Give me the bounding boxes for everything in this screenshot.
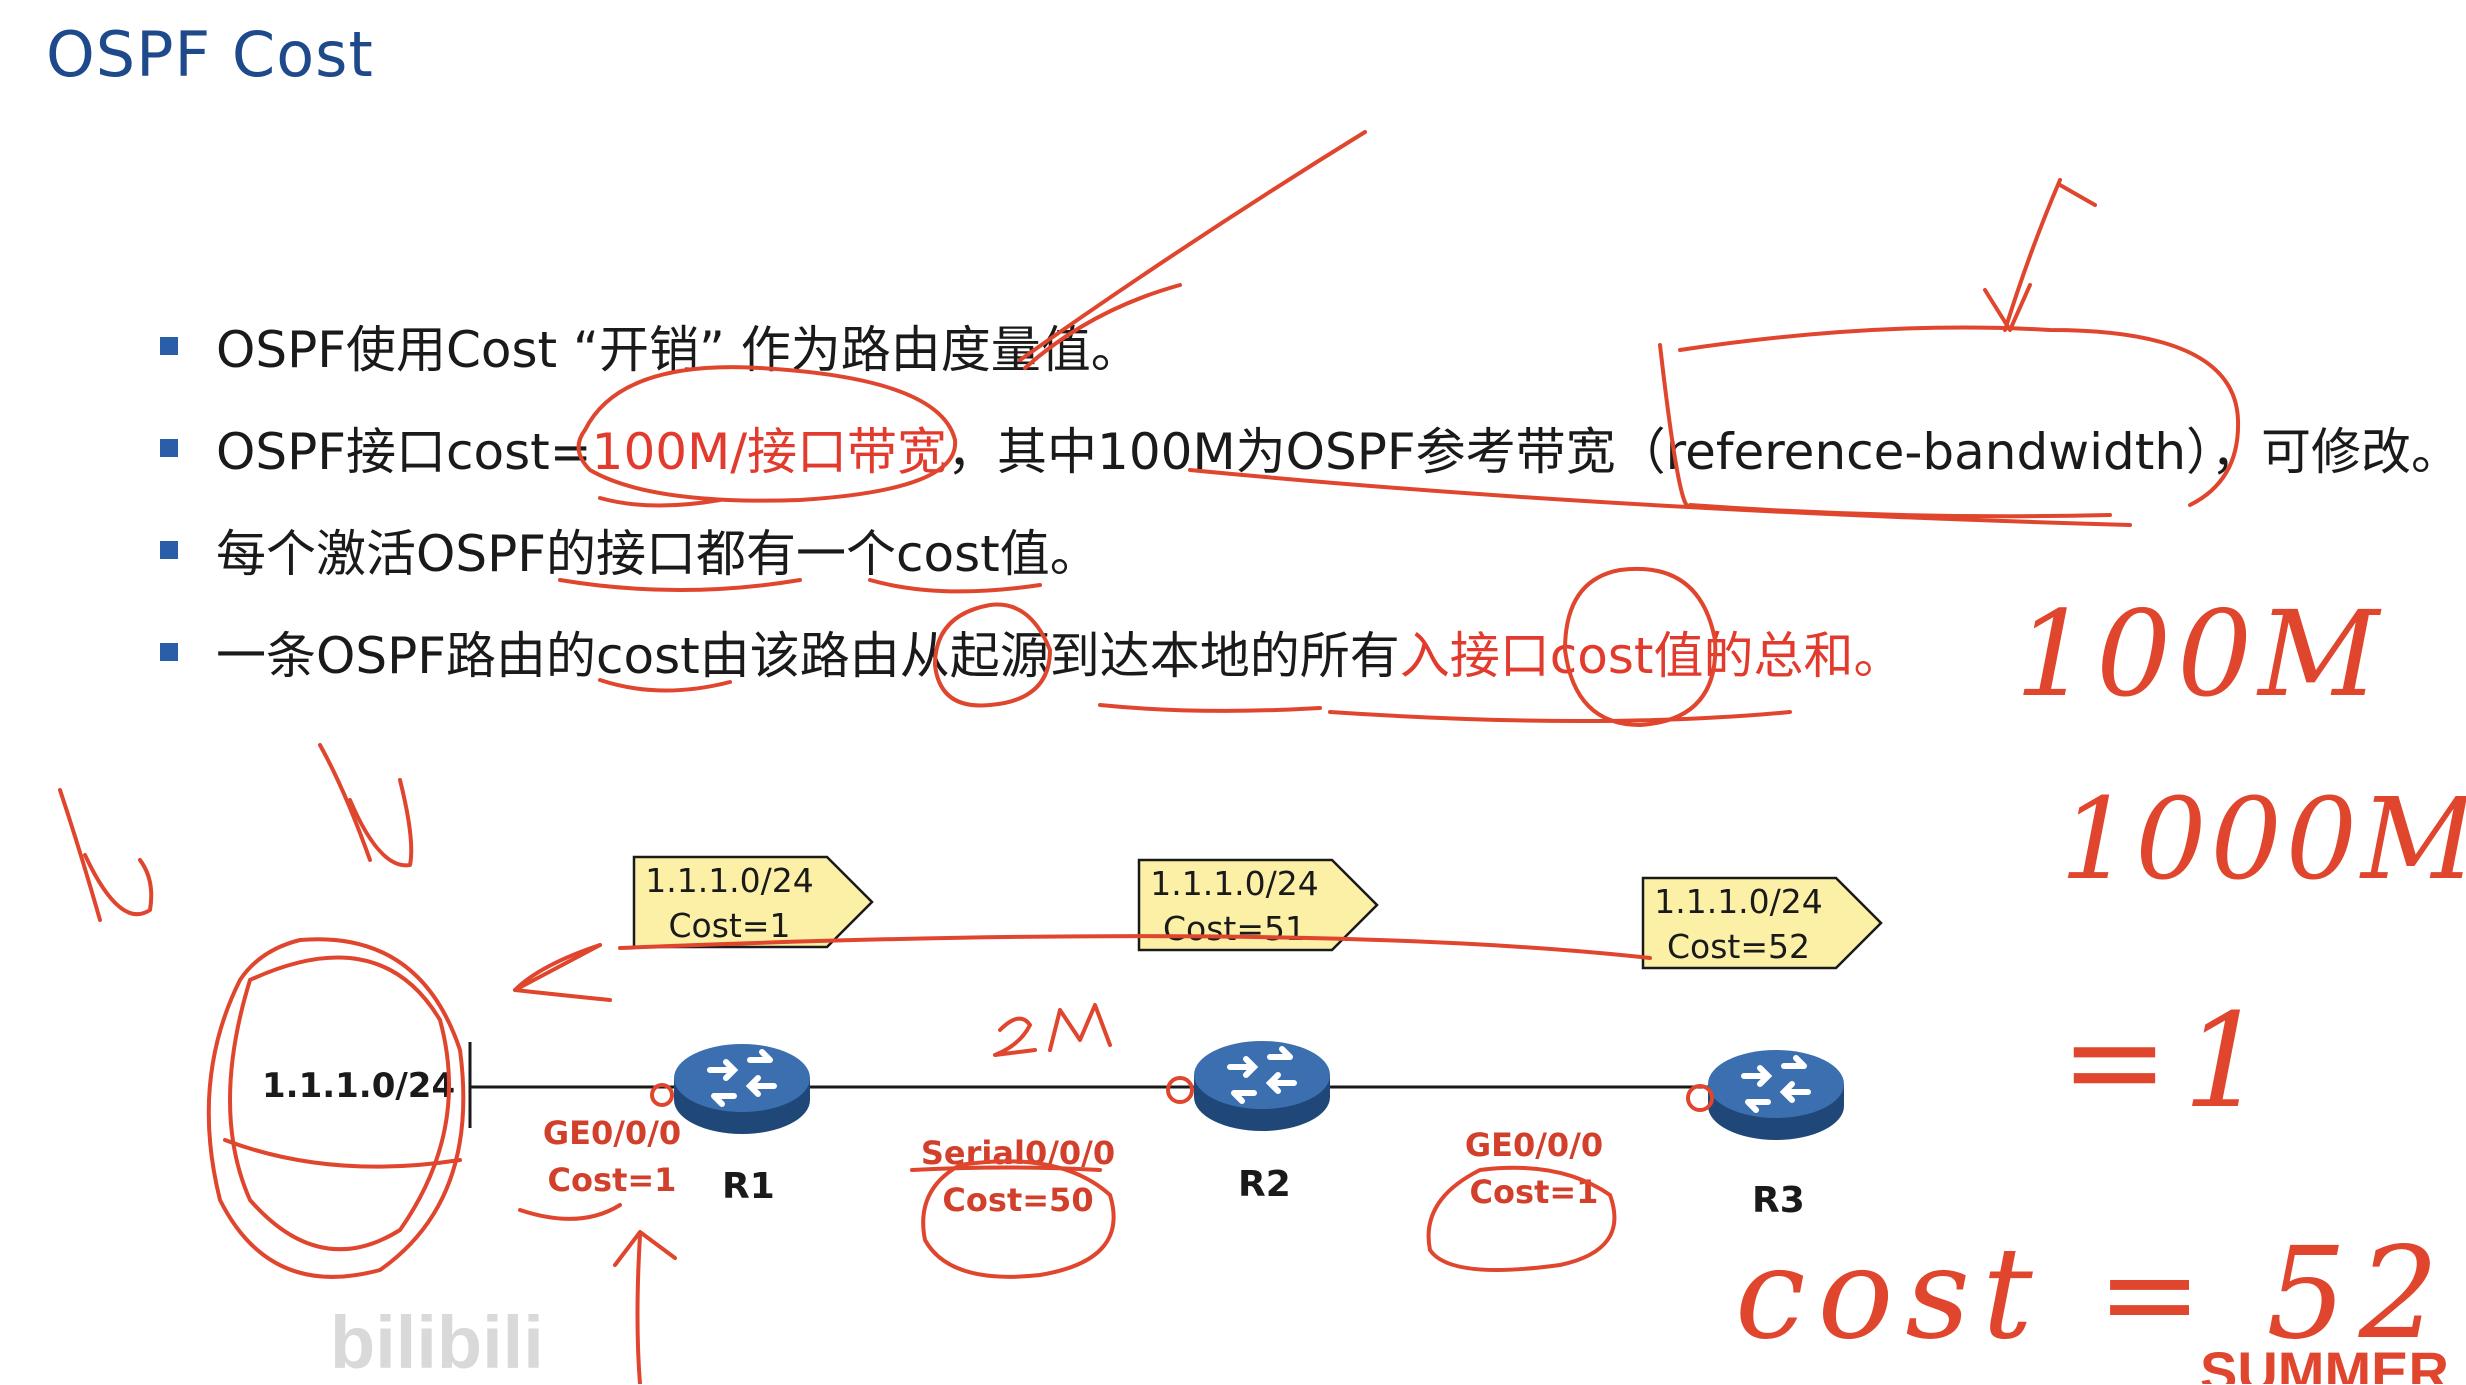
annotation-underline	[1098, 703, 1322, 713]
bullet-3: 每个激活OSPF的接口都有一个cost值。	[160, 514, 1100, 586]
bilibili-watermark: bilibili	[330, 1301, 544, 1384]
annotation-mark	[1166, 1076, 1194, 1104]
interface-r2-label: Serial0/0/0 Cost=50	[918, 1130, 1118, 1224]
router-r1-label: R1	[722, 1166, 775, 1207]
callout-cost: Cost=1	[668, 906, 791, 945]
interface-name: Serial0/0/0	[920, 1134, 1116, 1172]
interface-cost: Cost=1	[1469, 1173, 1599, 1211]
bullet-square-icon	[160, 541, 178, 559]
router-r2-label: R2	[1238, 1164, 1291, 1205]
annotation-stroke	[993, 1016, 1037, 1057]
annotation-arrow	[83, 853, 154, 917]
annotation-stroke	[1983, 283, 2032, 332]
bullet-text: OSPF使用Cost “开销” 作为路由度量值。	[216, 321, 1141, 379]
bullet-square-icon	[160, 337, 178, 355]
bullet-highlight: 入接口cost值的总和。	[1399, 627, 1904, 685]
annotation-arrow	[513, 943, 602, 992]
annotation-stroke	[2058, 183, 2097, 207]
note-equals-1: =1	[2060, 985, 2280, 1137]
annotation-circle	[206, 937, 466, 1279]
network-label: 1.1.1.0/24	[262, 1066, 456, 1106]
note-100m: 100M	[2015, 585, 2386, 723]
bullet-text: ，其中100M为OSPF参考带宽（reference-bandwidth），可修…	[947, 423, 2462, 481]
interface-r3-label: GE0/0/0 Cost=1	[1454, 1122, 1614, 1216]
note-1000m: 1000M	[2060, 775, 2466, 905]
bullet-text: 一条OSPF路由的cost由该路由从起源到达本地的所有	[216, 627, 1400, 685]
annotation-arrow	[58, 788, 102, 922]
annotation-stroke	[2003, 178, 2062, 332]
callout-prefix: 1.1.1.0/24	[645, 861, 814, 900]
callout-cost: Cost=52	[1666, 927, 1810, 966]
router-r3-icon	[1706, 1036, 1846, 1146]
slide-title: OSPF Cost	[46, 18, 374, 91]
router-r3-label: R3	[1752, 1180, 1805, 1221]
note-2m: 2M	[994, 992, 996, 993]
annotation-arrow	[613, 1230, 677, 1267]
interface-cost: Cost=50	[942, 1181, 1094, 1219]
annotation-stroke	[598, 496, 722, 508]
annotation-stroke	[1048, 1003, 1112, 1052]
callout-prefix: 1.1.1.0/24	[1150, 864, 1319, 903]
annotation-arrow	[318, 743, 372, 862]
interface-name: GE0/0/0	[1464, 1126, 1604, 1164]
callout-cost: Cost=51	[1162, 909, 1306, 948]
bullet-square-icon	[160, 643, 178, 661]
annotation-stroke	[223, 1138, 462, 1169]
annotation-mark	[650, 1083, 674, 1107]
bullet-text: 每个激活OSPF的接口都有一个cost值。	[216, 525, 1100, 583]
annotation-arrow	[635, 1233, 642, 1384]
annotation-arrow	[513, 943, 612, 1002]
note-cost-52: cost = 52	[1735, 1220, 2451, 1367]
bullet-2: OSPF接口cost=100M/接口带宽，其中100M为OSPF参考带宽（ref…	[160, 412, 2461, 484]
callout-prefix: 1.1.1.0/24	[1654, 882, 1823, 921]
interface-r1-label: GE0/0/0 Cost=1	[532, 1110, 692, 1204]
interface-name: GE0/0/0	[542, 1114, 682, 1152]
bullet-square-icon	[160, 439, 178, 457]
summer-watermark: SUMMER课堂	[2200, 1344, 2449, 1384]
annotation-underline	[1328, 710, 1792, 723]
bullet-text: OSPF接口cost=	[216, 423, 592, 481]
interface-cost: Cost=1	[547, 1161, 677, 1199]
bullet-highlight: 100M/接口带宽	[591, 423, 948, 481]
callout-shape	[632, 855, 874, 949]
router-r2-icon	[1192, 1027, 1332, 1137]
bullet-1: OSPF使用Cost “开销” 作为路由度量值。	[160, 310, 1141, 382]
bullet-4: 一条OSPF路由的cost由该路由从起源到达本地的所有入接口cost值的总和。	[160, 616, 1904, 688]
annotation-stroke	[518, 1203, 622, 1221]
annotation-arrow	[348, 778, 414, 868]
router-r1-icon	[672, 1030, 812, 1140]
